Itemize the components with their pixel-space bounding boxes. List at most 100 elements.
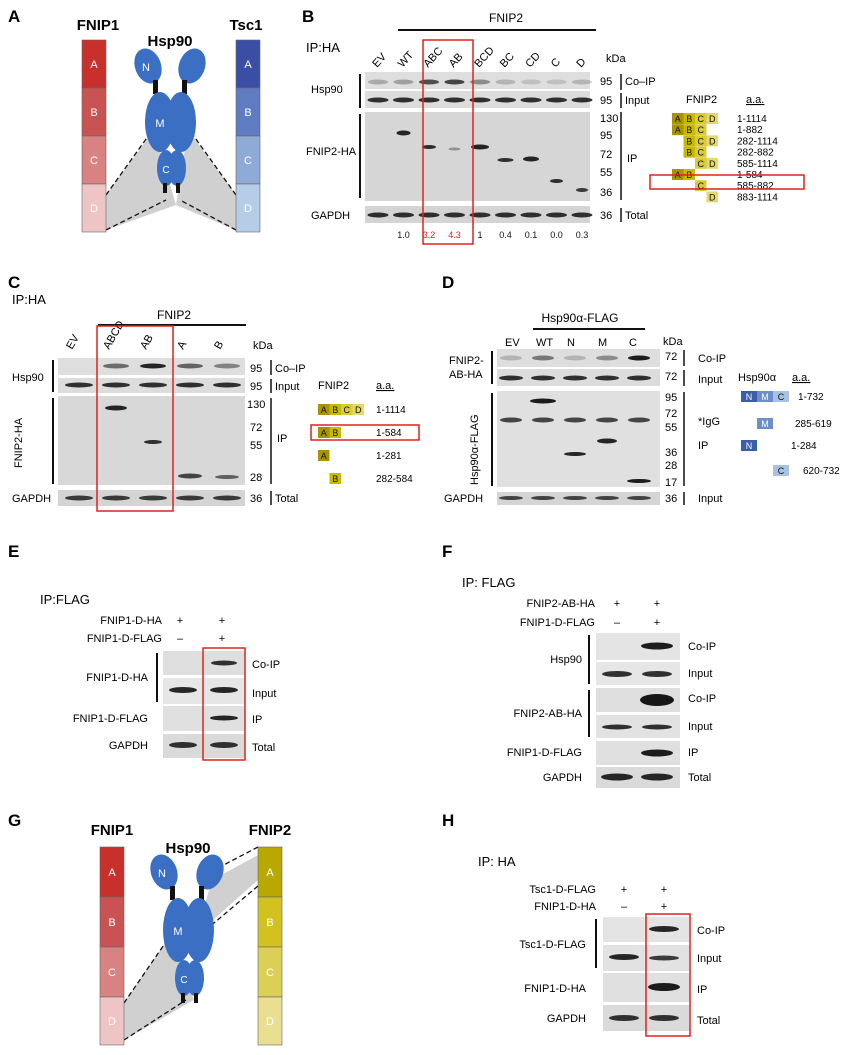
domain-box: [695, 135, 707, 147]
row-label: FNIP2-: [449, 355, 484, 367]
hsp90-title: Hsp90: [147, 33, 192, 50]
blot-coip: [497, 349, 660, 367]
segment-label: B: [90, 107, 97, 119]
domain-box: [741, 391, 757, 402]
fnip1-segment-a: [81, 39, 107, 89]
domain-box: [773, 391, 789, 402]
domain-label: A: [321, 428, 327, 438]
band: [640, 694, 674, 706]
domain-label: B: [686, 148, 692, 158]
band: [627, 375, 651, 381]
lane-label: M: [598, 337, 607, 349]
domain-box: [695, 146, 707, 158]
hsp90-n-domain: [134, 48, 162, 84]
construct-header: FNIP2: [157, 308, 191, 322]
band: [576, 188, 588, 192]
panel-e: E IP:FLAG FNIP1-D-HA FNIP1-D-FLAG + + – …: [8, 542, 280, 761]
lane-label: AB: [138, 333, 156, 352]
band: [211, 660, 237, 666]
domain-label: C: [698, 148, 705, 158]
domain-box: [318, 427, 330, 438]
row-tag: Input: [252, 688, 276, 700]
band: [564, 452, 586, 456]
band: [563, 375, 587, 381]
aa-range: 1-281: [376, 451, 402, 462]
hsp90-n-domain: [196, 854, 224, 890]
marker: 95: [600, 76, 612, 88]
row-tag: Input: [688, 668, 712, 680]
condition-label: FNIP1-D-FLAG: [87, 633, 162, 645]
row-label: Hsp90: [12, 372, 44, 384]
lane-label: EV: [505, 337, 520, 349]
band: [563, 496, 587, 500]
hsp90-dimer: N M C: [150, 854, 224, 1003]
row-label: GAPDH: [311, 210, 350, 222]
band: [532, 417, 554, 423]
domain-box: [695, 124, 707, 136]
band: [648, 983, 680, 991]
marker: 95: [250, 363, 262, 375]
band: [469, 97, 491, 103]
tsc1-title: Tsc1: [229, 17, 262, 34]
band: [367, 97, 389, 103]
band: [210, 715, 238, 721]
row-tag: Total: [275, 493, 298, 505]
dash-line: [123, 935, 171, 1004]
domain-label: B: [686, 136, 692, 146]
construct-header: Hsp90α-FLAG: [542, 311, 619, 325]
band: [178, 473, 202, 479]
band: [595, 496, 619, 500]
lane-label: EV: [370, 51, 389, 70]
domain-label: M: [761, 392, 769, 402]
domain-box: [341, 404, 353, 415]
row-tag: Co-IP: [698, 353, 726, 365]
band: [139, 382, 167, 388]
band: [550, 179, 563, 183]
fnip1-bar: A B C D: [99, 846, 125, 1046]
hsp90-label-m: M: [173, 926, 182, 938]
domain-box: [695, 180, 707, 192]
domain-label: B: [686, 125, 692, 135]
band: [177, 363, 203, 369]
bands: [367, 79, 593, 218]
fnip1-segment-c: [81, 135, 107, 185]
row-label: FNIP2-HA: [306, 146, 357, 158]
band: [602, 724, 632, 730]
quant-value: 1.0: [397, 230, 410, 240]
hsp90-label-c: C: [180, 975, 187, 986]
condition-label: FNIP1-D-HA: [534, 901, 596, 913]
fnip2-bar: A B C D: [257, 846, 283, 1046]
marker: 36: [665, 493, 677, 505]
band: [210, 742, 238, 748]
condition-value: –: [621, 901, 628, 913]
domain-box: [706, 157, 718, 169]
band: [564, 417, 586, 423]
band: [393, 79, 414, 85]
band: [564, 355, 586, 361]
domain-label: B: [332, 474, 338, 484]
domain-box: [672, 124, 684, 136]
aa-range: 1-882: [737, 125, 763, 136]
lane-label: WT: [536, 337, 553, 349]
band: [65, 382, 93, 388]
hsp90-label-n: N: [142, 62, 150, 74]
band: [470, 79, 490, 85]
hsp90-c-domain: [168, 150, 186, 186]
domain-box: [672, 113, 684, 124]
lane-label: AB: [447, 51, 466, 70]
marker: 95: [665, 392, 677, 404]
segment-label: C: [244, 155, 252, 167]
band: [649, 955, 679, 961]
segment-label: D: [266, 1016, 274, 1028]
band: [497, 158, 514, 162]
band: [499, 375, 523, 381]
fnip1-title: FNIP1: [77, 17, 120, 34]
tsc1-segment-a: [235, 39, 261, 89]
panel-letter: F: [442, 542, 452, 561]
